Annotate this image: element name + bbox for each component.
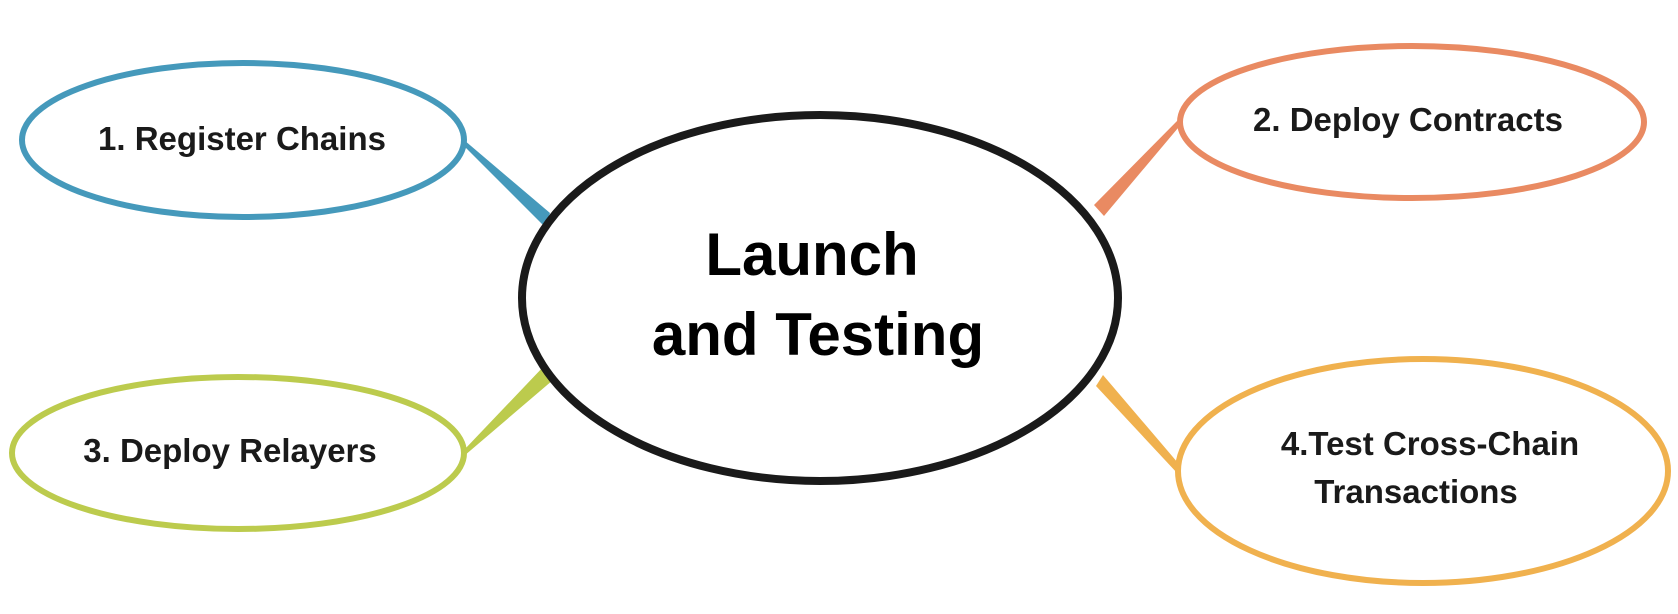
node-register-chains-label: 1. Register Chains — [98, 120, 386, 157]
center-title-line-1: Launch — [705, 221, 918, 288]
node-register-chains — [19, 60, 467, 220]
center-title-line-2: and Testing — [652, 301, 984, 368]
node-deploy-relayers-label: 3. Deploy Relayers — [83, 432, 377, 469]
connector-test-cross-chain — [1096, 375, 1178, 474]
node-deploy-contracts — [1177, 43, 1647, 201]
node-test-cross-chain — [1175, 356, 1671, 586]
node-test-cross-chain-label-line-1: 4.Test Cross-Chain — [1281, 425, 1579, 462]
connector-deploy-contracts — [1094, 120, 1178, 216]
node-test-cross-chain-label-line-2: Transactions — [1314, 473, 1518, 510]
center-node — [518, 111, 1122, 485]
connector-register-chains — [464, 140, 550, 227]
node-deploy-contracts-label: 2. Deploy Contracts — [1253, 101, 1563, 138]
node-deploy-relayers — [9, 374, 467, 532]
connector-deploy-relayers — [464, 365, 553, 456]
